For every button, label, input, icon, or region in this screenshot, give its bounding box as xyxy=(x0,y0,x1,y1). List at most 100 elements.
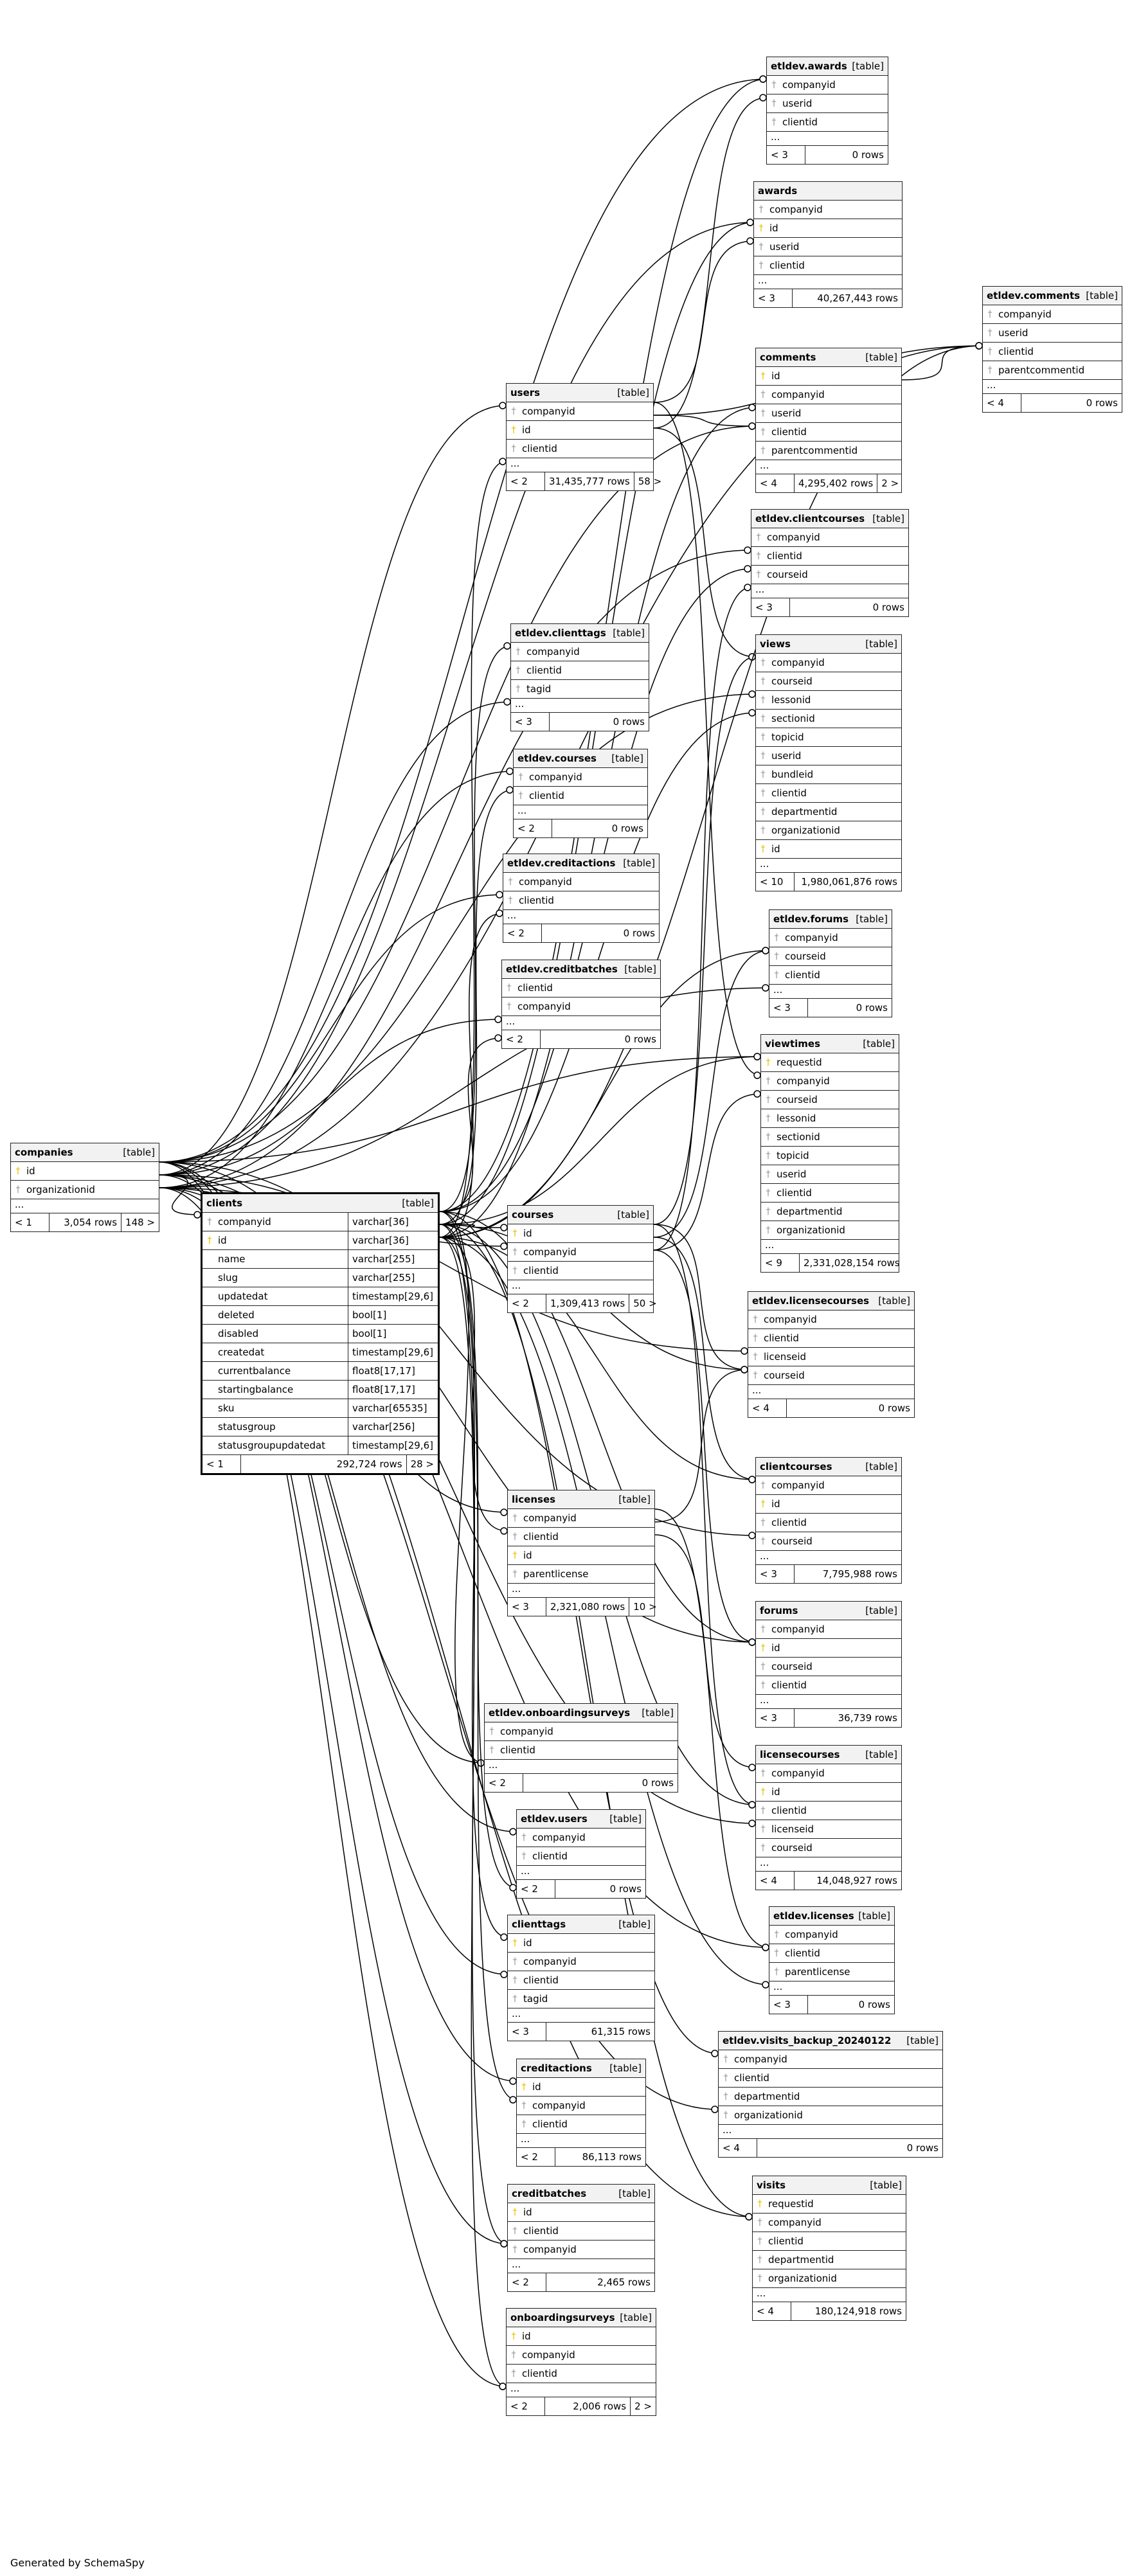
table-etldev-licensecourses[interactable]: etldev.licensecourses[table]†companyid†c… xyxy=(748,1291,915,1418)
column-row[interactable]: †clientid xyxy=(748,1329,914,1348)
table-etldev-forums[interactable]: etldev.forums[table]†companyid†courseid†… xyxy=(769,909,892,1017)
parents-count[interactable]: < 4 xyxy=(756,1872,795,1890)
column-row[interactable]: †requestid xyxy=(761,1053,899,1072)
table-etldev-licenses[interactable]: etldev.licenses[table]†companyid†clienti… xyxy=(769,1906,895,2014)
column-row[interactable]: †companyid xyxy=(719,2050,942,2069)
column-row[interactable]: †parentlicense xyxy=(769,1963,894,1981)
column-row[interactable]: †clientid xyxy=(508,2222,654,2241)
column-row[interactable]: †companyid xyxy=(761,1072,899,1091)
parents-count[interactable]: < 3 xyxy=(769,1996,808,2014)
parents-count[interactable]: < 2 xyxy=(507,472,545,490)
table-header[interactable]: etldev.creditactions[table] xyxy=(503,854,659,873)
column-row[interactable]: †clientid xyxy=(502,979,660,997)
column-row[interactable]: †topicid xyxy=(761,1147,899,1165)
column-row[interactable]: †id xyxy=(507,2327,656,2346)
parents-count[interactable]: < 1 xyxy=(202,1455,241,1473)
column-row[interactable]: †organizationid xyxy=(719,2106,942,2125)
column-row[interactable]: †sectionid xyxy=(756,710,901,728)
parents-count[interactable]: < 9 xyxy=(761,1254,800,1272)
column-row[interactable]: †companyid xyxy=(753,2214,906,2232)
column-row[interactable]: †organizationid xyxy=(11,1181,159,1199)
table-header[interactable]: clientcourses[table] xyxy=(756,1458,901,1476)
column-row[interactable]: †courseid xyxy=(756,1839,901,1857)
table-views[interactable]: views[table]†companyid†courseid†lessonid… xyxy=(755,634,902,891)
table-header[interactable]: views[table] xyxy=(756,635,901,654)
column-row[interactable]: †departmentid xyxy=(753,2251,906,2269)
column-row[interactable]: †clientid xyxy=(756,1514,901,1532)
column-row[interactable]: †clientid xyxy=(769,1944,894,1963)
column-row[interactable]: †companyid xyxy=(756,1620,901,1639)
column-row[interactable]: †companyid xyxy=(754,201,902,219)
parents-count[interactable]: < 4 xyxy=(748,1399,787,1417)
table-header[interactable]: etldev.visits_backup_20240122[table] xyxy=(719,2032,942,2050)
column-row[interactable]: †companyid xyxy=(756,386,901,404)
table-header[interactable]: clients[table] xyxy=(202,1194,438,1213)
column-row[interactable]: †companyid xyxy=(767,76,888,94)
children-count[interactable]: 2 > xyxy=(877,474,903,492)
column-row[interactable]: †requestid xyxy=(753,2195,906,2214)
column-row[interactable]: †companyid xyxy=(508,1953,654,1971)
column-row[interactable]: †companyid xyxy=(517,1829,645,1847)
column-row[interactable]: †lessonid xyxy=(756,691,901,710)
children-count[interactable]: 148 > xyxy=(121,1213,159,1231)
column-row[interactable]: †clientid xyxy=(769,966,892,985)
column-row[interactable]: †courseid xyxy=(748,1366,914,1385)
column-row[interactable]: †companyid xyxy=(502,997,660,1016)
column-row[interactable]: †companyid xyxy=(507,2346,656,2365)
table-etldev-creditbatches[interactable]: etldev.creditbatches[table]†clientid†com… xyxy=(501,960,661,1049)
column-row[interactable]: †companyid xyxy=(508,1243,653,1262)
table-header[interactable]: etldev.clientcourses[table] xyxy=(751,510,908,528)
column-row[interactable]: †clientid xyxy=(508,1528,654,1546)
column-row[interactable]: †departmentid xyxy=(719,2088,942,2106)
table-courses[interactable]: courses[table]†id†companyid†clientid...<… xyxy=(507,1205,657,1313)
table-clientcourses[interactable]: clientcourses[table]†companyid†id†client… xyxy=(755,1457,902,1584)
table-licenses[interactable]: licenses[table]†companyid†clientid†id†pa… xyxy=(507,1490,657,1616)
column-row[interactable]: †clientid xyxy=(514,787,647,805)
column-row[interactable]: †parentcommentid xyxy=(983,361,1122,380)
table-header[interactable]: etldev.licensecourses[table] xyxy=(748,1292,914,1310)
children-count[interactable]: 50 > xyxy=(629,1294,660,1312)
column-row[interactable]: †departmentid xyxy=(756,803,901,821)
column-row[interactable]: †courseid xyxy=(769,947,892,966)
table-etldev-clienttags[interactable]: etldev.clienttags[table]†companyid†clien… xyxy=(510,623,649,731)
table-header[interactable]: etldev.courses[table] xyxy=(514,749,647,768)
table-visits[interactable]: visits[table]†requestid†companyid†client… xyxy=(752,2176,906,2321)
column-row[interactable]: †tagid xyxy=(508,1990,654,2008)
table-users[interactable]: users[table]†companyid†id†clientid...< 2… xyxy=(506,383,661,491)
table-header[interactable]: viewtimes[table] xyxy=(761,1035,899,1053)
column-row[interactable]: †companyid xyxy=(769,1926,894,1944)
column-row[interactable]: †id xyxy=(756,1639,901,1658)
parents-count[interactable]: < 3 xyxy=(754,289,793,307)
column-row[interactable]: †companyid xyxy=(508,2241,654,2259)
table-viewtimes[interactable]: viewtimes[table]†requestid†companyid†cou… xyxy=(760,1034,900,1273)
table-creditactions[interactable]: creditactions[table]†id†companyid†client… xyxy=(516,2059,646,2167)
table-etldev-creditactions[interactable]: etldev.creditactions[table]†companyid†cl… xyxy=(503,854,660,943)
column-row[interactable]: †clientid xyxy=(751,547,908,566)
parents-count[interactable]: < 4 xyxy=(753,2302,791,2320)
column-row[interactable]: †courseid xyxy=(756,672,901,691)
table-awards[interactable]: awards†companyid†id†userid†clientid...< … xyxy=(753,181,903,308)
column-row[interactable]: †id xyxy=(11,1162,159,1181)
table-licensecourses[interactable]: licensecourses[table]†companyid†id†clien… xyxy=(755,1745,902,1890)
parents-count[interactable]: < 3 xyxy=(508,2023,546,2041)
column-row[interactable]: †userid xyxy=(756,747,901,765)
table-header[interactable]: clienttags[table] xyxy=(508,1915,654,1934)
column-row[interactable]: †clientid xyxy=(756,1676,901,1695)
children-count[interactable]: 28 > xyxy=(406,1455,438,1473)
column-row[interactable]: †userid xyxy=(754,238,902,256)
column-row[interactable]: †companyid xyxy=(756,654,901,672)
table-creditbatches[interactable]: creditbatches[table]†id†clientid†company… xyxy=(507,2184,655,2292)
column-row[interactable]: †id xyxy=(508,2203,654,2222)
column-row[interactable]: †licenseid xyxy=(748,1348,914,1366)
column-row[interactable]: †courseid xyxy=(751,566,908,584)
column-row[interactable]: †companyid xyxy=(503,873,659,891)
column-row[interactable]: †id xyxy=(508,1224,653,1243)
column-row[interactable]: †licenseid xyxy=(756,1820,901,1839)
table-onboardingsurveys[interactable]: onboardingsurveys[table]†id†companyid†cl… xyxy=(506,2308,656,2416)
